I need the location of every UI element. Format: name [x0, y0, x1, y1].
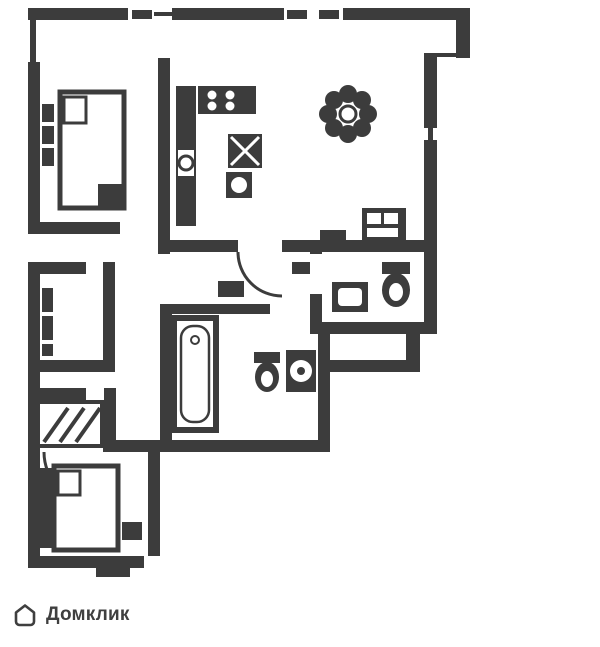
chandelier-petal-3 — [339, 125, 357, 143]
bathF-right-wall — [318, 330, 330, 452]
hall-vent — [218, 281, 244, 297]
hall-bottom-wall-band — [103, 440, 330, 452]
washing-machine-knob — [297, 367, 305, 375]
toiletG-tank — [382, 262, 410, 274]
bath2-top-wall — [322, 240, 437, 252]
window-line-left — [30, 20, 36, 62]
roomC-top-wall — [40, 262, 86, 274]
chandelier-petal-1 — [359, 105, 377, 123]
nightstandE — [122, 522, 142, 540]
roomA-right-wall — [158, 58, 170, 254]
burner-1 — [207, 90, 217, 100]
bedA-pillow — [62, 95, 88, 125]
window-symbol-pane-2 — [384, 213, 398, 224]
roomD-top-wall — [40, 388, 86, 400]
logo-text: Домклик — [46, 604, 130, 625]
right-wall-upper-a — [424, 57, 437, 128]
chandelier-petal-7 — [339, 85, 357, 103]
roomE-bottom-wall — [28, 556, 144, 568]
toiletF-bowl-inner — [261, 371, 273, 387]
hall-right-wall-b — [310, 294, 322, 334]
top-wall-a — [28, 8, 128, 20]
sinkG-bowl — [338, 288, 362, 306]
burner-4 — [225, 101, 235, 111]
roomC-right-wall — [103, 262, 115, 372]
roomE-right-wall — [148, 452, 160, 556]
window-line-ne — [424, 53, 470, 57]
domclick-logo: Домклик — [12, 602, 130, 628]
oven-circle — [231, 177, 247, 193]
kitchen-door-arc — [236, 251, 283, 298]
right-wall-mid — [424, 240, 437, 334]
bathF-top-wall — [172, 304, 270, 314]
corner-wall-ne — [456, 8, 470, 58]
shelfA-1 — [42, 104, 54, 122]
bathtub-inner — [179, 324, 211, 424]
wardrobeD-diag-3 — [74, 406, 102, 444]
roomD-right-wall — [104, 388, 116, 452]
nightstandA — [98, 184, 122, 206]
kitchen-bottom-wall-a — [165, 240, 238, 252]
left-wall-lower — [28, 262, 40, 568]
roomE-window-tab — [96, 568, 130, 577]
kitchen-bottom-wall-b — [282, 240, 310, 252]
toiletF-tank — [254, 352, 280, 363]
toiletG-bowl-inner — [389, 283, 403, 301]
kitchen-counter-top — [198, 86, 256, 114]
window-line-right — [428, 128, 433, 140]
top-window-1 — [132, 10, 152, 19]
top-wall-c — [343, 8, 470, 20]
window-symbol-strip — [367, 228, 398, 237]
fridge-diag-2 — [229, 135, 261, 167]
right-wall-upper-b — [424, 140, 437, 240]
wardrobeD-diag-1 — [42, 406, 70, 444]
window-symbol-pane-1 — [367, 213, 381, 224]
burner-3 — [207, 101, 217, 111]
top-window-2 — [287, 10, 307, 19]
bathtub-drain — [190, 335, 200, 345]
niche-bottom-wall — [330, 360, 420, 372]
chandelier-center — [338, 104, 358, 124]
wardrobeD-diag-2 — [58, 406, 86, 444]
bathF-left-wall — [160, 304, 172, 452]
shelfC-3 — [42, 344, 53, 356]
shelfA-3 — [42, 148, 54, 166]
left-wall-upper — [28, 62, 40, 234]
bedE-pillow — [56, 469, 82, 497]
kitchen-sink-ring — [177, 154, 195, 172]
top-window-line — [154, 12, 172, 16]
top-wall-b — [172, 8, 284, 20]
burner-2 — [225, 90, 235, 100]
shelfC-2 — [42, 316, 53, 340]
shelfA-2 — [42, 126, 54, 144]
chandelier-petal-2 — [353, 119, 371, 137]
roomA-bottom-wall — [28, 222, 120, 234]
radiator — [320, 230, 346, 242]
bath2-bottom-wall — [322, 322, 424, 334]
shelfC-1 — [42, 288, 53, 312]
hall-right-wall-a — [310, 240, 322, 254]
chandelier-petal-5 — [319, 105, 337, 123]
chandelier-petal-6 — [325, 91, 343, 109]
chandelier-petal-8 — [353, 91, 371, 109]
top-window-3 — [319, 10, 339, 19]
door-leaf — [292, 262, 310, 274]
house-icon — [12, 602, 38, 628]
chandelier-petal-4 — [325, 119, 343, 137]
headboardE — [38, 468, 52, 548]
roomC-bottom-wall — [40, 360, 115, 372]
